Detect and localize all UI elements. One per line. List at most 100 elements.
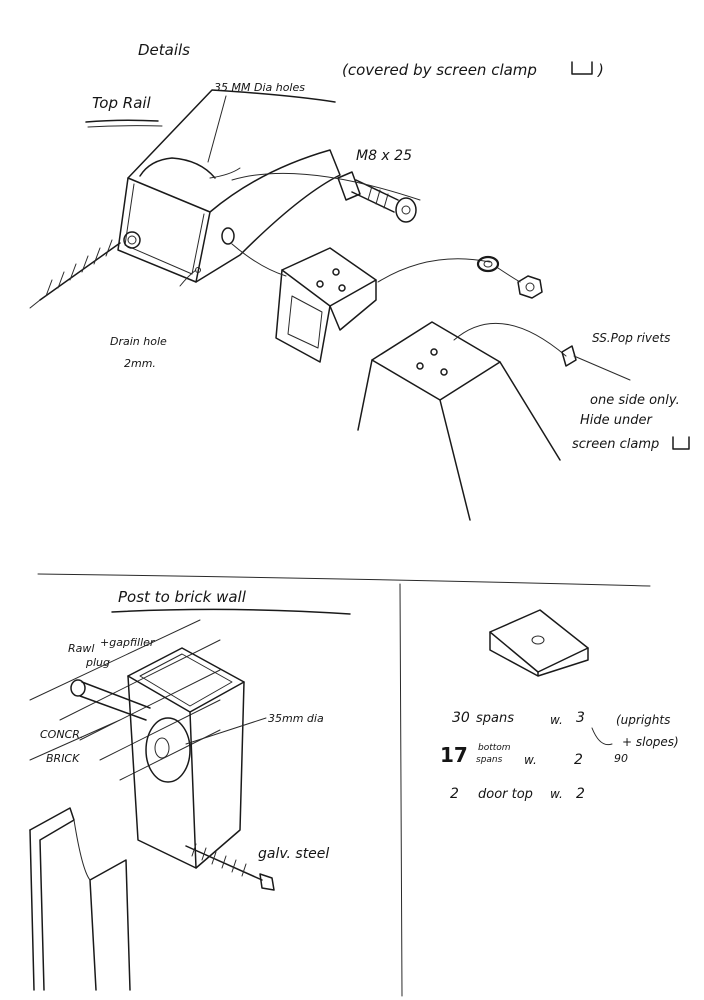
row1-note-1: (uprights xyxy=(616,713,670,727)
rawl-note-1: Rawl xyxy=(68,642,94,655)
post-section-top xyxy=(357,321,561,521)
washer-nut-line xyxy=(497,267,521,283)
rawl-note-2: plug xyxy=(85,656,110,669)
row1-n: 3 xyxy=(576,710,585,726)
row1-arrow xyxy=(591,727,613,746)
post-title: Post to brick wall xyxy=(118,588,247,606)
brick-note-2: BRICK xyxy=(46,752,80,765)
post-rivet-3 xyxy=(440,368,448,376)
rail-top-edge xyxy=(127,89,336,179)
rivets-note: SS.Pop rivets xyxy=(592,331,670,345)
post-title-underline xyxy=(111,608,351,615)
row1-qty: 30 xyxy=(452,710,470,726)
bracket-front xyxy=(275,269,331,363)
square-post-side xyxy=(195,681,245,869)
row2-label-2: spans xyxy=(476,755,503,765)
pop-rivet-head xyxy=(561,345,577,367)
square-post-front xyxy=(127,675,197,869)
post-bolt-hole-inner xyxy=(154,737,170,759)
bracket-hole-3 xyxy=(338,284,346,292)
hex-nut-outline xyxy=(517,275,543,299)
bracket-hole-1 xyxy=(316,280,324,288)
bracket-path-line xyxy=(231,243,287,277)
bolt-shank xyxy=(351,179,399,213)
screw-shank xyxy=(39,242,121,301)
side-note-3: screen clamp xyxy=(572,437,659,452)
row2-label-1: bottom xyxy=(478,743,511,753)
top-rail-underline xyxy=(85,119,159,123)
rail-bracket xyxy=(275,247,377,363)
holes-leader xyxy=(207,95,227,163)
square-post-inner xyxy=(139,653,233,707)
post-bolt-hole xyxy=(145,717,191,783)
dia-leader xyxy=(185,717,267,745)
rail-top-cutout xyxy=(139,157,216,179)
bolt-washer-hole xyxy=(401,205,411,215)
spring-washer xyxy=(476,255,500,273)
details-title: Details xyxy=(138,41,190,59)
bracket-hole-2 xyxy=(332,268,340,276)
hex-nut xyxy=(517,275,543,299)
rail-hole-left xyxy=(123,231,141,249)
rail-inner-face xyxy=(124,183,205,275)
square-post-top xyxy=(127,647,245,713)
nut-path-line xyxy=(377,258,491,283)
spring-washer-hole xyxy=(483,260,493,268)
row3-w: w. xyxy=(550,787,563,801)
spring-washer-ring xyxy=(476,255,500,273)
screw-threads xyxy=(45,239,113,297)
side-note-1: one side only. xyxy=(590,393,680,408)
row3-n: 2 xyxy=(576,786,585,802)
post-section: Post to brick wall Rawl plug +gapfiller … xyxy=(29,588,351,991)
galv-screw-head xyxy=(259,873,275,891)
row3-qty: 2 xyxy=(450,786,459,802)
channel-right xyxy=(89,859,131,991)
drain-leader xyxy=(179,269,197,287)
screw-tip xyxy=(29,299,41,309)
side-note-2: Hide under xyxy=(580,413,653,428)
post-edge-right xyxy=(499,361,561,461)
vertical-divider xyxy=(399,583,403,997)
channel-curve xyxy=(73,819,91,881)
screen-clamp-symbol-side xyxy=(672,436,690,450)
counts-section: 30 spans w. 3 (uprights + slopes) 90 17 … xyxy=(440,609,679,802)
rail-hole-left-inner xyxy=(127,235,137,245)
close-paren: ) xyxy=(597,61,604,79)
rawl-plug-body xyxy=(79,681,151,721)
plate-sides xyxy=(489,631,589,677)
row2-w: w. xyxy=(524,753,537,767)
rail-side-face xyxy=(195,149,341,283)
top-rail-title: Top Rail xyxy=(92,94,152,112)
channel-left xyxy=(29,807,75,991)
gapfiller-note: +gapfiller xyxy=(100,636,156,649)
square-post xyxy=(127,647,245,869)
post-edge-left xyxy=(357,359,373,431)
covered-note: (covered by screen clamp xyxy=(342,61,537,79)
bolt-head xyxy=(337,171,361,201)
rivet-leader xyxy=(453,322,567,357)
galv-screw-threads xyxy=(191,843,247,877)
brick-wall-hatch xyxy=(29,619,221,781)
holes-note: 35 MM Dia holes xyxy=(214,81,305,94)
u-channel xyxy=(29,807,131,991)
brick-note-1: CONCR. xyxy=(40,728,83,741)
row1-note-2: + slopes) xyxy=(622,735,679,749)
galv-screw xyxy=(185,843,275,891)
post-edge-mid xyxy=(439,399,471,521)
rail-top-lip xyxy=(209,167,241,179)
plate-top xyxy=(489,609,589,673)
bracket-top xyxy=(281,247,377,307)
bracket-cutout xyxy=(287,295,323,349)
post-top xyxy=(371,321,501,401)
m8-bolt xyxy=(337,171,417,223)
row1-label: spans xyxy=(476,711,514,726)
channel-back xyxy=(29,829,35,991)
drain-note-2: 2mm. xyxy=(124,357,156,370)
post-rivet-2 xyxy=(430,348,438,356)
dia-note: 35mm dia xyxy=(268,712,324,725)
top-rail-underline-2 xyxy=(87,125,163,128)
plate-hole xyxy=(531,635,545,645)
bracket-side xyxy=(329,279,377,331)
